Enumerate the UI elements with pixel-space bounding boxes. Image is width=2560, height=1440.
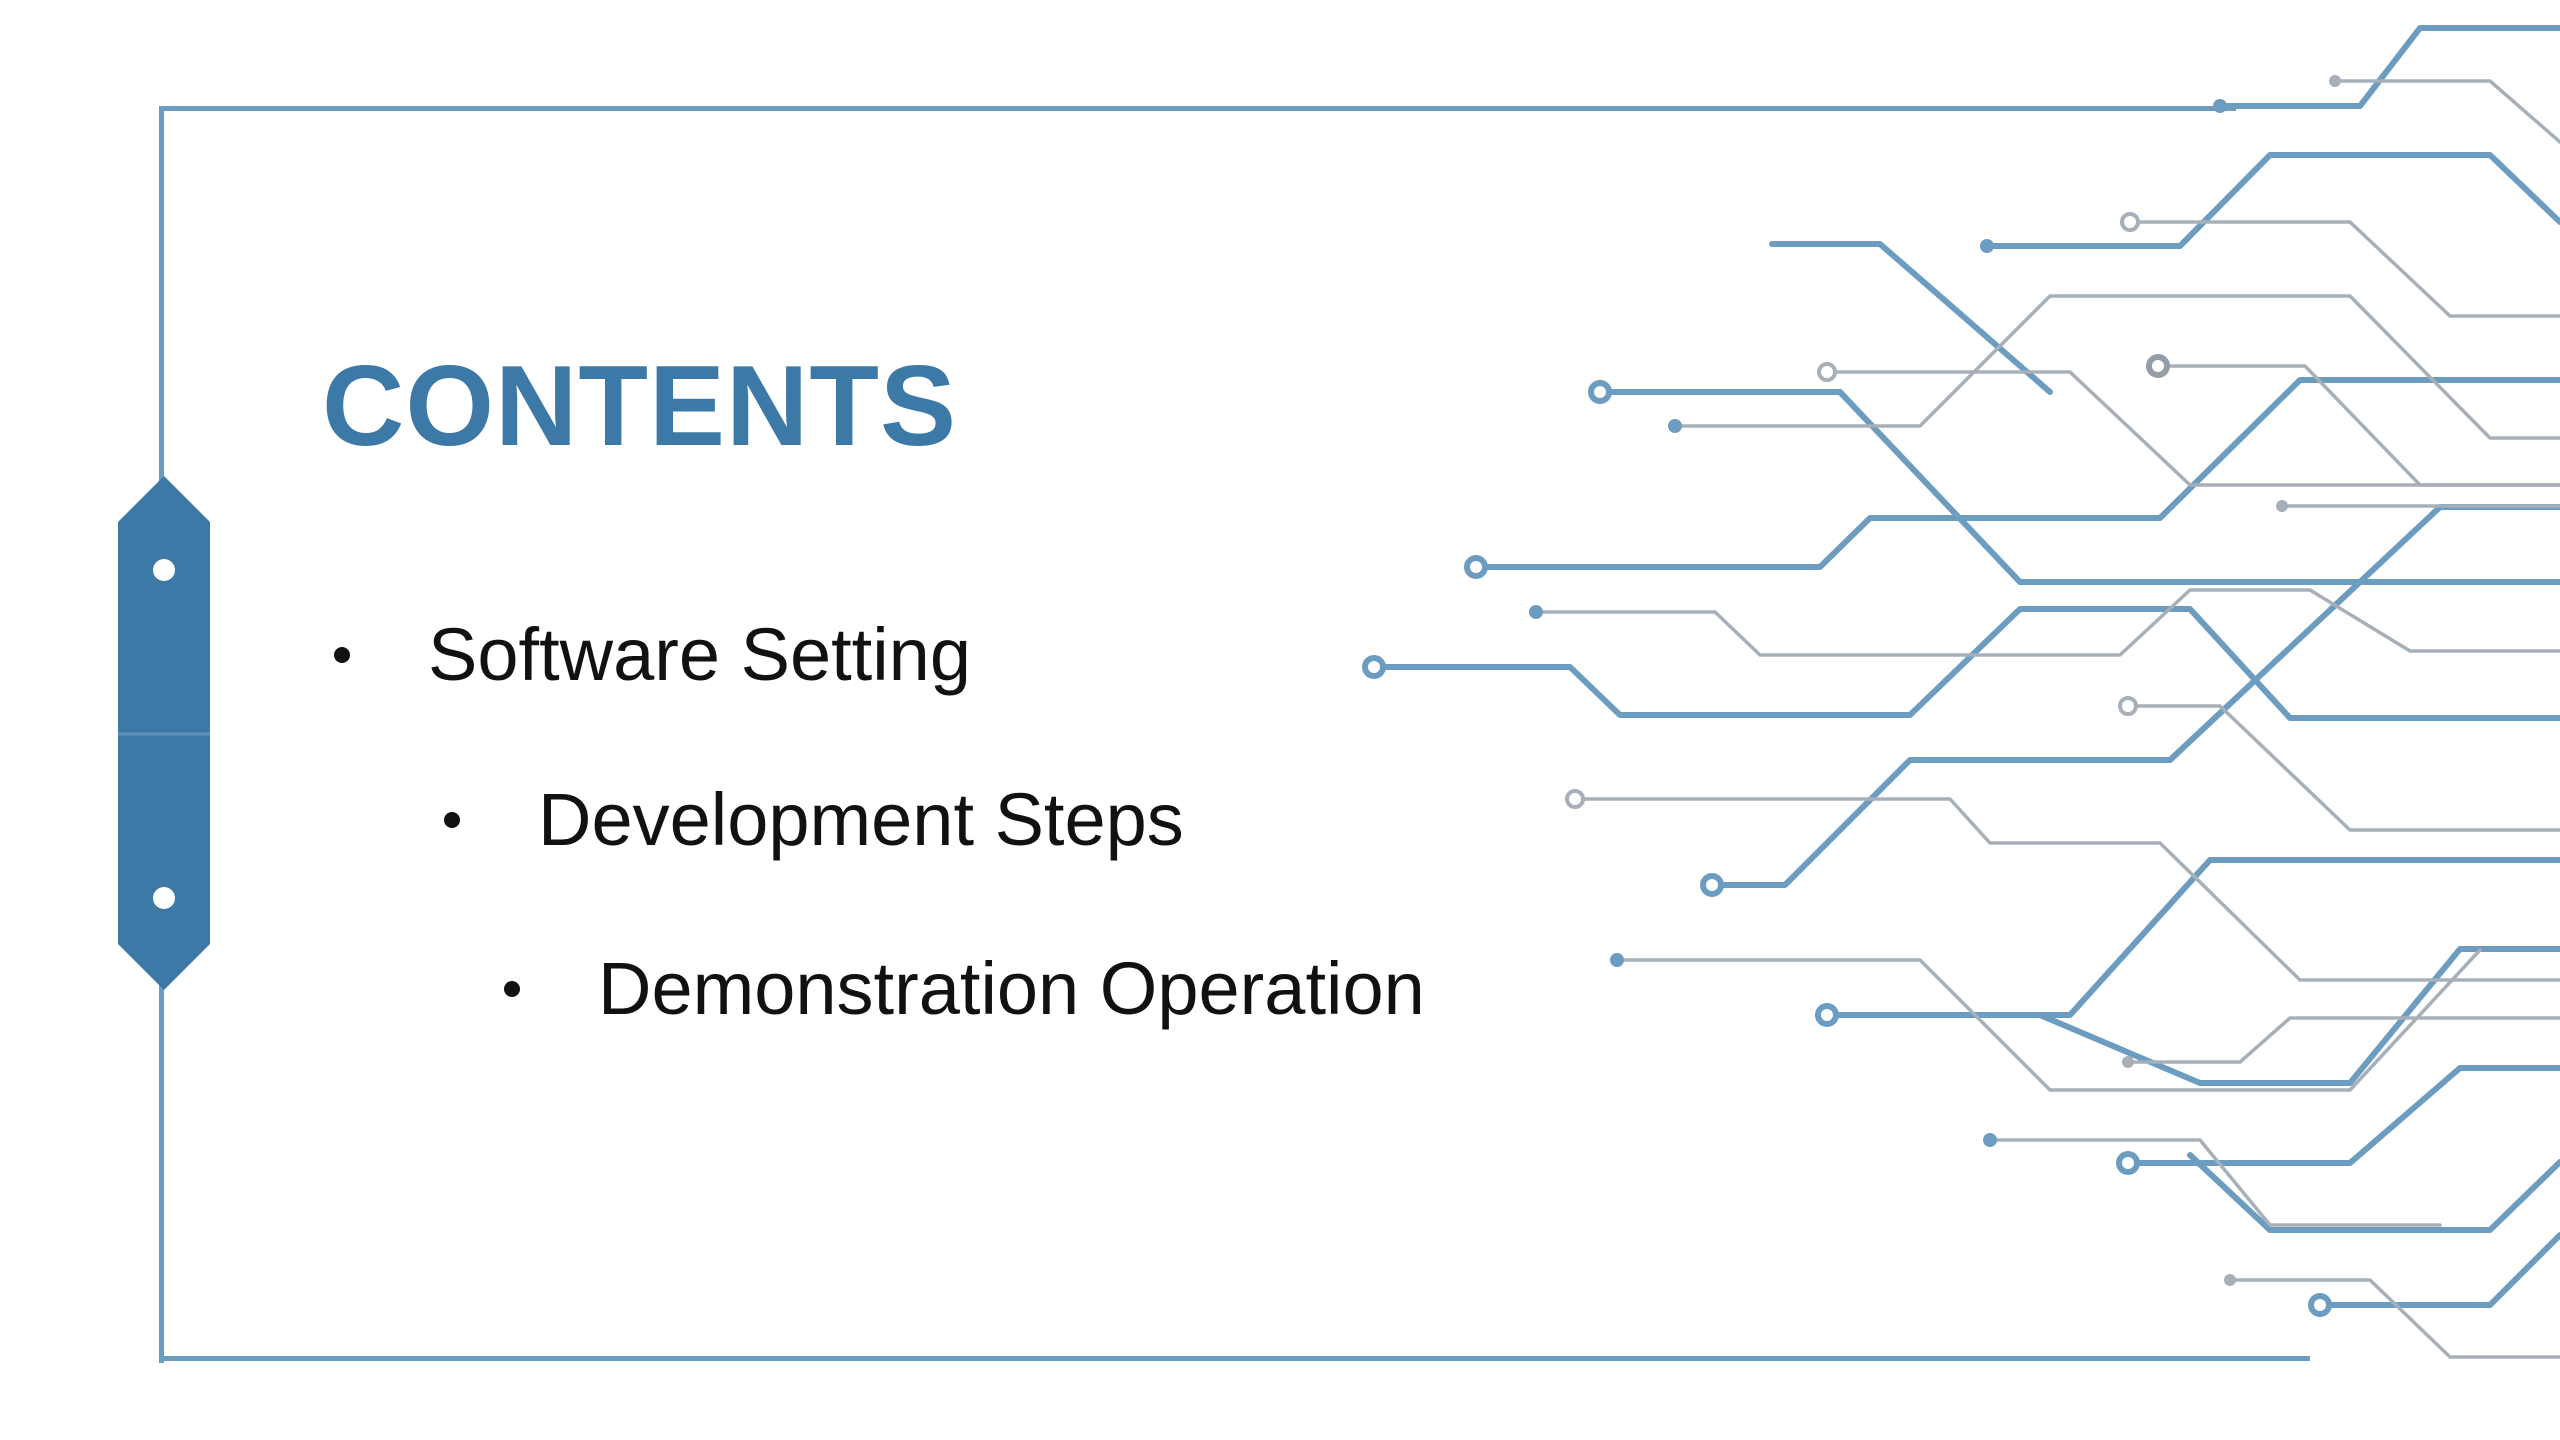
frame-left-line-upper (159, 106, 164, 496)
bullet-icon (444, 812, 460, 828)
page-title: CONTENTS (322, 343, 957, 470)
frame-left-line-lower (159, 984, 164, 1363)
circuit-decoration-icon (1362, 25, 2560, 1359)
contents-item-label: Software Setting (428, 613, 971, 696)
side-tab-icon (118, 476, 210, 990)
frame-bottom-line (159, 1356, 2310, 1361)
contents-item-demonstration-operation[interactable]: Demonstration Operation (504, 952, 1425, 1026)
bullet-icon (504, 981, 520, 997)
contents-item-software-setting[interactable]: Software Setting (334, 618, 971, 692)
contents-item-label: Demonstration Operation (598, 947, 1425, 1030)
contents-item-development-steps[interactable]: Development Steps (444, 783, 1184, 857)
contents-item-label: Development Steps (538, 778, 1184, 861)
bullet-icon (334, 647, 350, 663)
frame-top-line (159, 106, 2236, 111)
